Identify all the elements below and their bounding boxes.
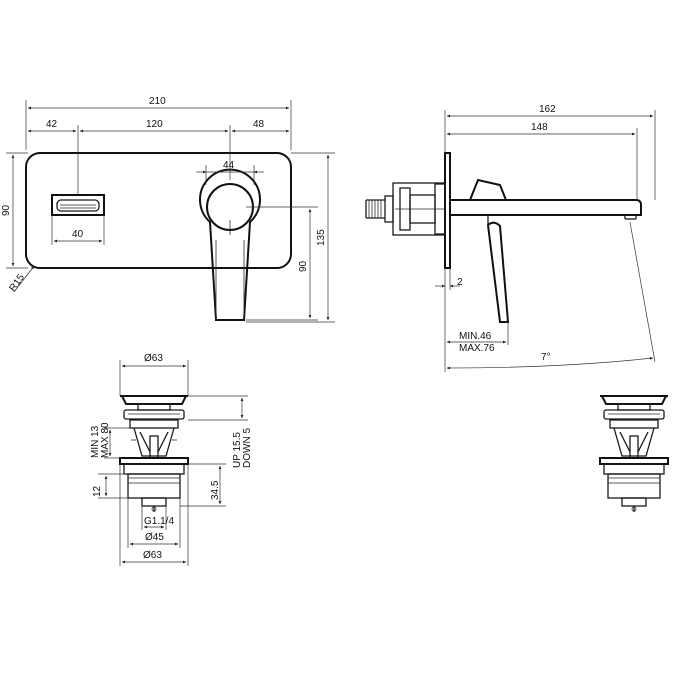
drain-view: Ø63 MIN 13 MAX 80 UP 15.5 DOWN 5 12 34.5… — [90, 353, 253, 566]
dim-front-spout-width: 40 — [72, 229, 84, 240]
dim-drain-body-height: 34.5 — [210, 480, 221, 500]
front-view: 210 42 120 48 44 40 90 90 — [1, 96, 335, 323]
dim-drain-flange-diameter: Ø63 — [143, 550, 162, 561]
side-cartridge-body — [365, 182, 446, 236]
side-wall-plate — [444, 152, 451, 269]
dim-drain-down: DOWN 5 — [242, 428, 253, 468]
front-wall-plate — [25, 152, 292, 269]
drain-cap — [120, 395, 188, 429]
dim-side-plate: 2 — [457, 277, 463, 288]
dim-front-center: 120 — [146, 119, 163, 130]
dim-front-right-offset: 48 — [253, 119, 265, 130]
dim-drain-min: MIN 13 — [90, 425, 101, 458]
side-view: 162 148 2 MIN.46 MAX.76 7° — [365, 104, 656, 372]
drain-view-secondary — [599, 395, 669, 512]
dim-front-total-width: 210 — [149, 96, 166, 107]
dim-drain-thread: G1.1/4 — [144, 516, 174, 527]
dim-side-wall-min: MIN.46 — [459, 331, 492, 342]
dim-front-left-offset: 42 — [46, 119, 58, 130]
dim-front-handle-width: 44 — [223, 160, 235, 171]
drain-body — [119, 457, 189, 512]
dim-side-angle: 7° — [541, 352, 551, 363]
dim-front-height-handle-label: 90 — [298, 260, 309, 272]
dim-front-height-left: 90 — [1, 204, 12, 216]
dim-side-spout-projection: 148 — [531, 122, 548, 133]
dim-drain-thread-height: 12 — [92, 485, 103, 497]
front-spout-outlet — [51, 194, 105, 216]
dim-side-total-projection: 162 — [539, 104, 556, 115]
dim-front-radius: R15 — [7, 272, 27, 294]
dim-front-total-height: 135 — [316, 229, 327, 246]
dim-drain-up: UP 15.5 — [232, 432, 243, 468]
dim-drain-cap-diameter: Ø63 — [144, 353, 163, 364]
front-handle — [199, 168, 261, 321]
drain-mechanism — [131, 427, 177, 459]
dim-side-wall-max: MAX.76 — [459, 343, 495, 354]
dim-drain-body-diameter: Ø45 — [145, 532, 164, 543]
side-lever — [469, 178, 510, 323]
dim-drain-max: MAX 80 — [100, 422, 111, 458]
side-spout — [450, 199, 642, 220]
